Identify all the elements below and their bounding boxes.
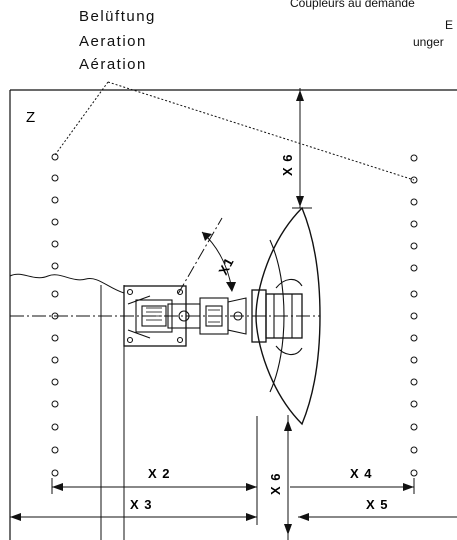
corner-text-2: E [445, 18, 454, 32]
x1-arrow-bottom [226, 282, 236, 292]
x1-label: X1 [215, 255, 237, 278]
ventilation-label-fr: Aération [79, 56, 147, 73]
base-plate [123, 285, 187, 347]
corner-text-3: unger [413, 35, 444, 49]
ventilation-label-de: Belüftung [79, 8, 156, 25]
x4-label: X 4 [350, 466, 373, 481]
x2-label: X 2 [148, 466, 171, 481]
zone-label: Z [26, 109, 35, 126]
x5-label: X 5 [366, 497, 389, 512]
tool-dish [255, 206, 321, 426]
x6-bottom-label: X 6 [268, 472, 283, 495]
corner-text-top: Coupleurs au demande [290, 0, 415, 10]
vent-holes-right [410, 154, 418, 477]
break-line [9, 273, 125, 294]
x3-label: X 3 [130, 497, 153, 512]
ventilation-label-en: Aeration [79, 33, 147, 50]
angle-axis [177, 217, 223, 295]
x1-arrow-top [202, 232, 212, 241]
vent-leader-left [54, 81, 109, 156]
robot-assembly [123, 206, 321, 426]
vent-leader-right [107, 81, 415, 181]
x6-top-label: X 6 [280, 153, 295, 176]
vent-holes-left [51, 153, 59, 477]
